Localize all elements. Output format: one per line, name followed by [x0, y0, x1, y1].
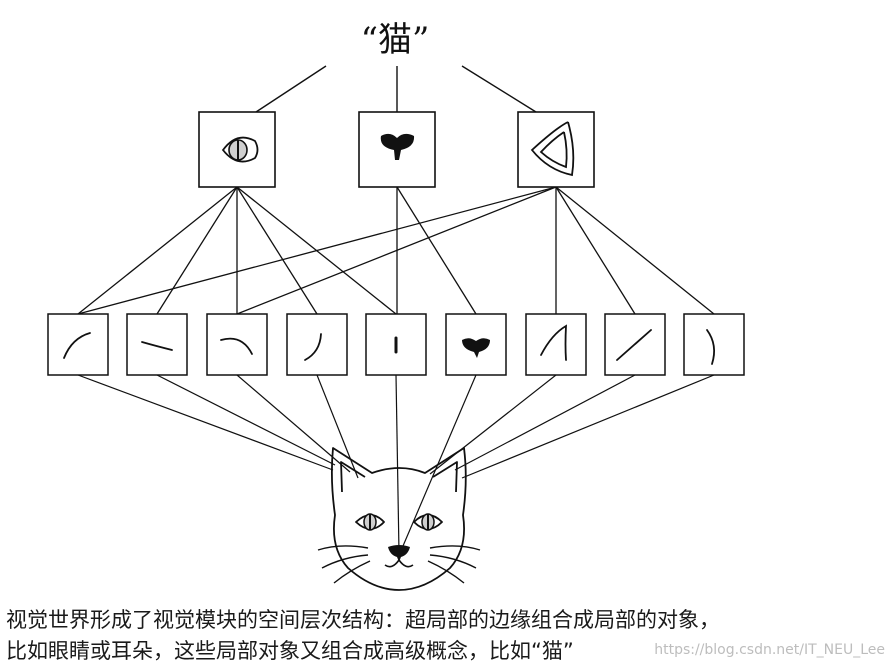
- caption-line-2: 比如眼睛或耳朵，这些局部对象又组合成高级概念，比如“猫”: [6, 639, 574, 663]
- label-to-part-lines: [255, 65, 537, 113]
- cat-nose-icon: [388, 545, 410, 562]
- hierarchy-diagram: [47, 65, 745, 591]
- nose-icon: [380, 133, 415, 160]
- part-ear-box: [517, 111, 595, 188]
- cat-left-inner-ear: [340, 461, 366, 493]
- hook-edge-icon: [304, 333, 322, 361]
- nose-blob-edge-icon: [462, 338, 490, 358]
- edge-to-cat-lines: [77, 374, 715, 554]
- part-eye-box: [198, 111, 276, 188]
- curve-edge-icon: [220, 337, 253, 355]
- figure-caption: 视觉世界形成了视觉模块的空间层次结构：超局部的边缘组合成局部的对象， 比如眼睛或…: [6, 605, 886, 667]
- part-nose-box: [358, 111, 436, 188]
- watermark: https://blog.csdn.net/IT_NEU_Lee: [654, 642, 885, 658]
- cat-face: [317, 447, 481, 591]
- part-to-edge-lines: [77, 186, 715, 315]
- arc-edge-icon: [63, 332, 91, 359]
- edge-boxes: [47, 313, 745, 376]
- cat-right-eye-icon: [413, 513, 443, 531]
- root-label-cat: “猫”: [360, 20, 430, 60]
- diagonal-edge-icon: [616, 329, 652, 361]
- ear-icon: [530, 121, 575, 177]
- bracket-edge-icon: [706, 329, 716, 365]
- cat-whiskers: [317, 545, 481, 584]
- caption-line-1: 视觉世界形成了视觉模块的空间层次结构：超局部的边缘组合成局部的对象，: [6, 608, 720, 632]
- ear-tip-edge-icon: [540, 324, 567, 361]
- cat-head-outline: [330, 447, 467, 591]
- tilde-edge-icon: [141, 341, 173, 351]
- eye-icon: [221, 136, 259, 163]
- cat-left-eye-icon: [355, 513, 385, 531]
- cat-right-inner-ear: [432, 461, 458, 493]
- edge-glyphs: [63, 324, 716, 365]
